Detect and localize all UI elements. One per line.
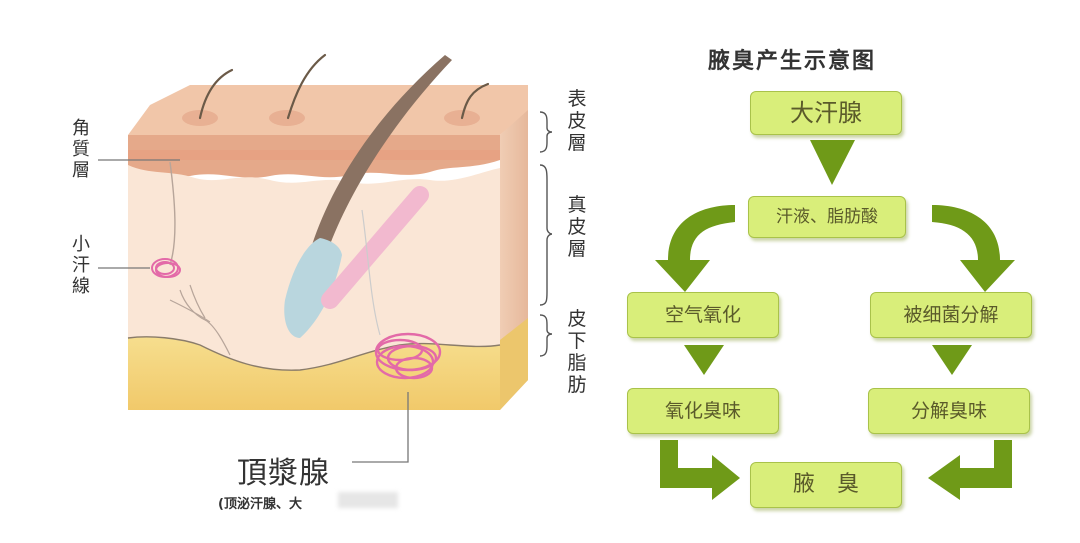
- arrow-curve-left: [655, 205, 735, 292]
- layer-braces: [539, 111, 553, 357]
- label-epidermis: 表皮層: [567, 88, 587, 154]
- arrow-bottom-left: [660, 440, 740, 500]
- skin-diagram: [98, 53, 553, 463]
- hair-follicle: [284, 238, 342, 338]
- box-bacteria-decompose: 被细菌分解: [870, 292, 1032, 338]
- leader-lines: [98, 159, 409, 463]
- block-side: [500, 108, 528, 410]
- apocrine-duct: [321, 186, 429, 309]
- apocrine-gland: [374, 332, 442, 380]
- box-oxidation-odor: 氧化臭味: [627, 388, 779, 434]
- hair-shaft: [312, 55, 452, 250]
- arrow-down-left: [684, 345, 724, 375]
- label-apocrine-gland: 頂漿腺: [237, 456, 330, 491]
- blurred-text: [338, 492, 398, 508]
- label-apocrine-sub: (顶泌汗腺、大: [218, 497, 302, 512]
- eccrine-gland: [151, 258, 181, 278]
- arrow-down-right: [932, 345, 972, 375]
- arrow-bottom-right: [928, 440, 1012, 500]
- epidermis-layer: [128, 85, 528, 178]
- box-body-odor: 腋 臭: [750, 462, 902, 508]
- diagram-title: 腋臭产生示意图: [708, 48, 877, 74]
- eccrine-duct: [169, 161, 176, 266]
- hairs: [198, 53, 490, 120]
- label-subcutaneous: 皮下脂肪: [567, 308, 587, 396]
- nerve-fibers: [169, 284, 231, 356]
- arrow-down-1: [810, 140, 855, 185]
- label-eccrine-gland: 小汗線: [72, 234, 90, 297]
- box-apocrine-gland: 大汗腺: [750, 91, 902, 135]
- flow-arrows: [655, 140, 1015, 500]
- arrow-curve-right: [932, 205, 1015, 292]
- label-stratum-corneum: 角質層: [72, 118, 90, 181]
- box-sweat-fatty-acid: 汗液、脂肪酸: [748, 196, 906, 238]
- box-decompose-odor: 分解臭味: [868, 388, 1030, 434]
- box-air-oxidation: 空气氧化: [627, 292, 779, 338]
- label-dermis: 真皮層: [567, 194, 587, 260]
